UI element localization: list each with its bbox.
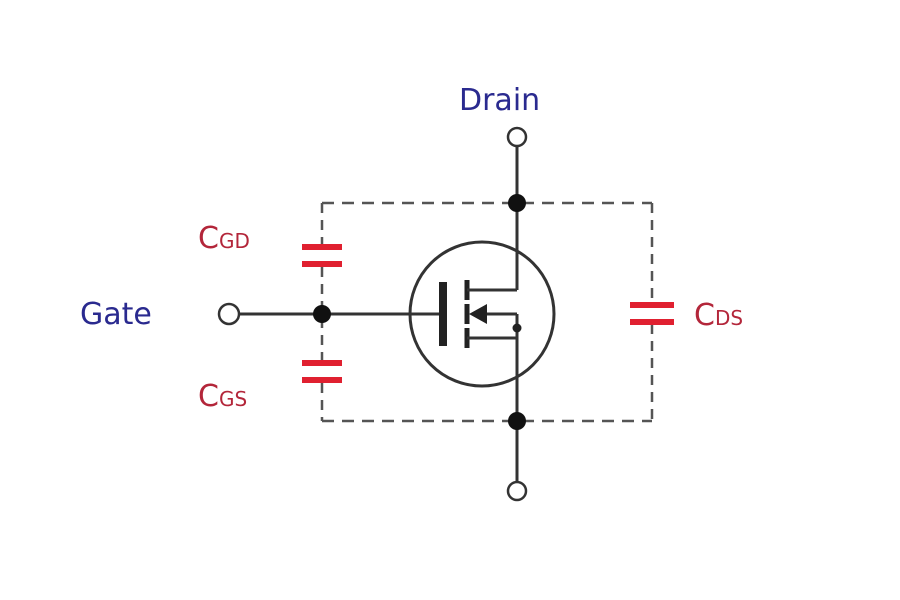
junction-dot-drain bbox=[508, 194, 526, 212]
gate-label: Gate bbox=[80, 297, 152, 332]
capacitor-cgs bbox=[302, 360, 342, 383]
junction-dot-gate bbox=[313, 305, 331, 323]
cgd-label: CGD bbox=[198, 221, 250, 256]
junction-dot-source bbox=[508, 412, 526, 430]
arrow-icon bbox=[469, 304, 487, 324]
gate-terminal bbox=[217, 302, 241, 326]
mosfet-symbol bbox=[408, 240, 556, 388]
drain-terminal bbox=[506, 126, 528, 148]
source-terminal bbox=[506, 480, 528, 502]
cds-label: CDS bbox=[694, 298, 743, 333]
parasitic-dashed-box bbox=[320, 201, 654, 423]
drain-label: Drain bbox=[459, 83, 540, 118]
capacitor-cgd bbox=[302, 244, 342, 267]
drain-source-wire bbox=[492, 146, 519, 482]
cgs-label: CGS bbox=[198, 379, 247, 414]
capacitor-cds bbox=[630, 302, 674, 325]
